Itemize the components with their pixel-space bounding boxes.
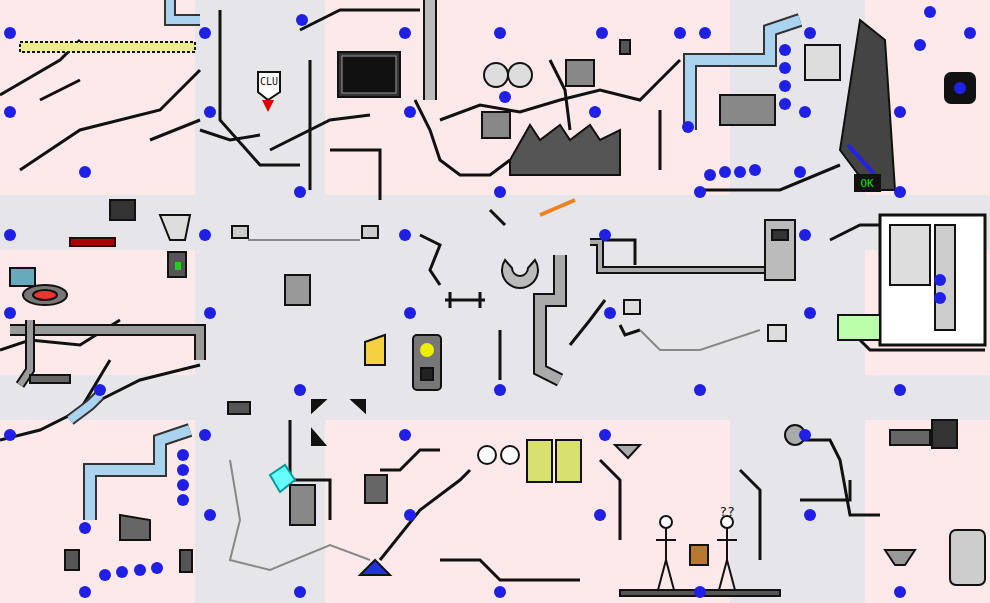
conveyor-dots [99, 44, 946, 581]
pipes [0, 10, 985, 580]
blue-ducts [70, 0, 800, 520]
ducts [10, 0, 560, 385]
thought-marks: ?? [719, 505, 735, 518]
machines [10, 20, 985, 596]
sign-label: CLU [260, 77, 278, 87]
wires [230, 240, 760, 570]
status-label: OK [858, 177, 875, 190]
waypoint-dots [4, 6, 976, 598]
